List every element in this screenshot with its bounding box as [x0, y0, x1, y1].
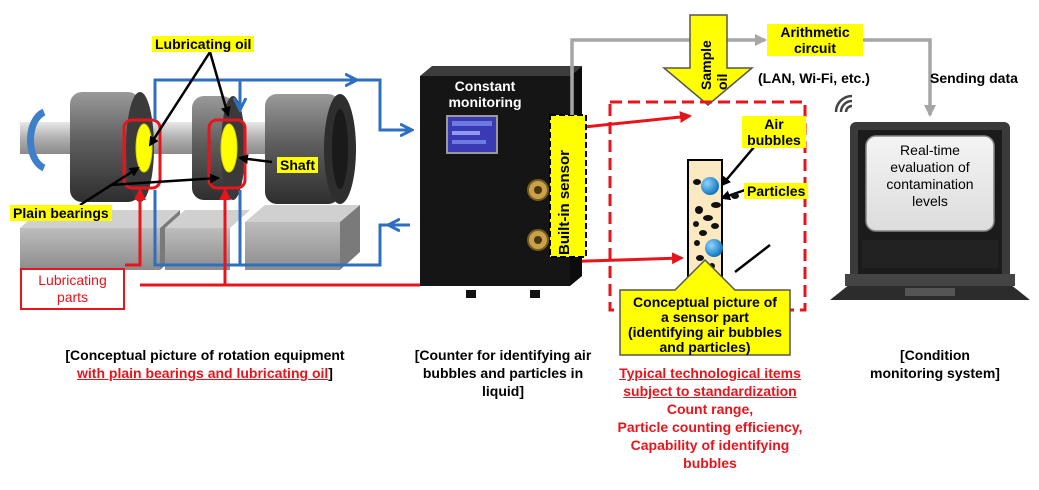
label-shaft: Shaft [277, 157, 318, 173]
label-built-in-sensor: Built-in sensor [556, 149, 573, 255]
oil-film-left [135, 123, 153, 173]
particle [731, 193, 739, 199]
particle [699, 230, 707, 236]
particle [693, 179, 701, 185]
oil-film-right [220, 123, 238, 173]
label-particles: Particles [744, 183, 809, 199]
label-sensor-part: Conceptual picture of a sensor part (ide… [627, 294, 782, 355]
particle [711, 223, 719, 229]
particle [703, 215, 713, 221]
base-middle [165, 210, 250, 228]
sensor-tube [687, 159, 739, 279]
label-constant-monitoring: Constant monitoring [448, 78, 522, 110]
wifi-icon [834, 94, 853, 113]
air-bubble [705, 239, 723, 257]
caption-standardization: Typical technological items subject to s… [617, 365, 803, 471]
grey-flow [570, 34, 936, 117]
base-right [245, 205, 360, 222]
air-bubble [701, 177, 719, 195]
rotation-equipment [20, 92, 360, 270]
sensor-region-box [608, 100, 807, 312]
label-lubricating-oil: Lubricating oil [152, 36, 255, 52]
laptop-screen-text: Real-time evaluation of contamination le… [886, 142, 974, 209]
laptop-screen [865, 135, 995, 232]
rotation-arrow-icon [27, 108, 46, 172]
particle [696, 255, 704, 261]
particle [693, 221, 699, 227]
label-sending-data: Sending data [930, 70, 1018, 86]
built-in-sensor-box [549, 114, 587, 258]
label-air-bubbles: Air bubbles [742, 116, 806, 148]
particle [711, 202, 721, 208]
caption-condition-monitoring: [Condition monitoring system] [870, 347, 1000, 381]
particle [695, 206, 703, 214]
sample-oil-arrow [661, 14, 755, 106]
laptop [830, 122, 1030, 300]
particle [694, 240, 700, 246]
counter-device [420, 66, 582, 298]
label-sample-oil: Sample oil [698, 40, 730, 90]
label-lubricating-parts: Lubricating parts [20, 268, 125, 310]
label-plain-bearings: Plain bearings [10, 205, 112, 221]
caption-rotation-equipment: [Conceptual picture of rotation equipmen… [65, 347, 345, 381]
label-lan-wifi: (LAN, Wi-Fi, etc.) [758, 70, 870, 86]
label-arithmetic-circuit: Arithmetic circuit [767, 24, 863, 56]
blue-flow [153, 80, 410, 267]
caption-counter: [Counter for identifying air bubbles and… [414, 347, 592, 399]
sensor-part-arrow [619, 258, 791, 356]
